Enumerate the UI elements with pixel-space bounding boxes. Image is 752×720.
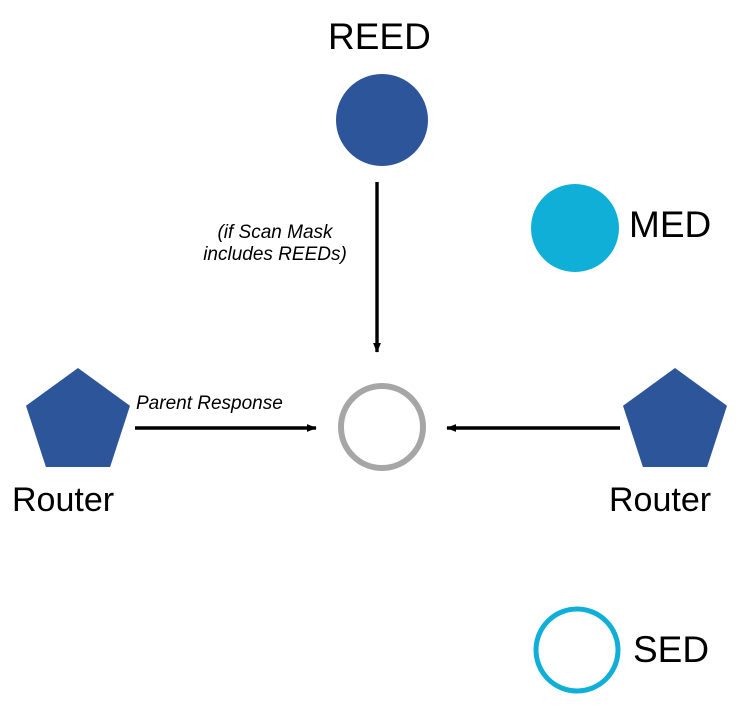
edge-label-scan-mask: (if Scan Mask includes REEDs) (185, 222, 365, 267)
node-med-circle-icon[interactable] (531, 184, 619, 272)
node-router-left-pentagon-icon[interactable] (26, 368, 130, 467)
node-label-router-left: Router (12, 481, 115, 519)
node-label-reed: REED (328, 16, 431, 57)
edge-label-parent-response: Parent Response (136, 393, 283, 414)
edge-label-scan-mask-line-2: includes REEDs) (203, 244, 347, 266)
node-reed-circle-icon[interactable] (336, 74, 428, 166)
node-label-router-right: Router (609, 481, 712, 519)
node-label-med: MED (629, 204, 712, 245)
node-center-circle-icon[interactable] (338, 383, 426, 471)
node-router-right-pentagon-icon[interactable] (623, 368, 727, 467)
edge-label-scan-mask-line-1: (if Scan Mask (217, 222, 333, 243)
node-sed-circle-icon[interactable] (533, 606, 621, 694)
node-label-sed: SED (633, 629, 710, 670)
